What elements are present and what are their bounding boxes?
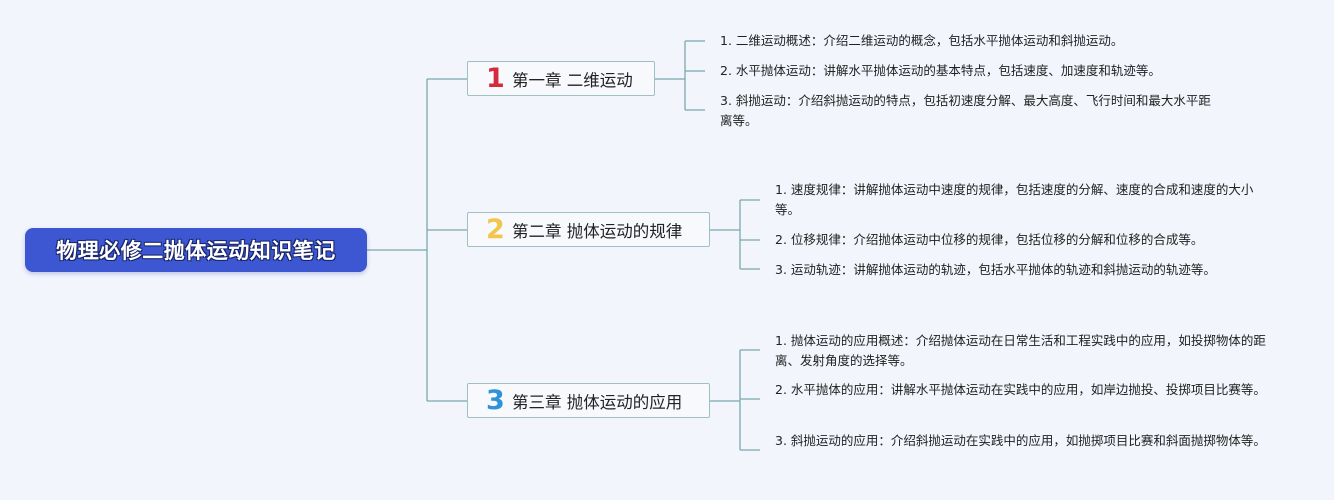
root-node[interactable]: 物理必修二抛体运动知识笔记 bbox=[25, 228, 367, 272]
chapter-node-3[interactable]: 3 第三章 抛体运动的应用 bbox=[467, 383, 710, 418]
number-1-icon: 1 bbox=[486, 63, 505, 94]
chapter-2-item-3[interactable]: 3. 运动轨迹：讲解抛体运动的轨迹，包括水平抛体的轨迹和斜抛运动的轨迹等。 bbox=[775, 262, 1216, 277]
chapter-3-item-3[interactable]: 3. 斜抛运动的应用：介绍斜抛运动在实践中的应用，如抛掷项目比赛和斜面抛掷物体等… bbox=[775, 433, 1266, 448]
chapter-title: 第三章 抛体运动的应用 bbox=[512, 392, 683, 412]
root-title: 物理必修二抛体运动知识笔记 bbox=[56, 239, 336, 263]
chapter-1-item-3[interactable]: 3. 斜抛运动：介绍斜抛运动的特点，包括初速度分解、最大高度、飞行时间和最大水平… bbox=[720, 93, 1211, 128]
chapter-2-item-2[interactable]: 2. 位移规律：介绍抛体运动中位移的规律，包括位移的分解和位移的合成等。 bbox=[775, 232, 1204, 247]
chapter-node-1[interactable]: 1 第一章 二维运动 bbox=[467, 61, 655, 96]
chapter-node-2[interactable]: 2 第二章 抛体运动的规律 bbox=[467, 212, 710, 247]
chapter-1-item-2[interactable]: 2. 水平抛体运动：讲解水平抛体运动的基本特点，包括速度、加速度和轨迹等。 bbox=[720, 63, 1161, 78]
chapter-3-item-2[interactable]: 2. 水平抛体的应用：讲解水平抛体运动在实践中的应用，如岸边抛投、投掷项目比赛等… bbox=[775, 382, 1266, 397]
chapter-3-item-1[interactable]: 1. 抛体运动的应用概述：介绍抛体运动在日常生活和工程实践中的应用，如投掷物体的… bbox=[775, 333, 1266, 368]
chapter-title: 第一章 二维运动 bbox=[512, 70, 633, 90]
chapter-2-item-1[interactable]: 1. 速度规律：讲解抛体运动中速度的规律，包括速度的分解、速度的合成和速度的大小… bbox=[775, 182, 1254, 217]
chapter-title: 第二章 抛体运动的规律 bbox=[512, 221, 683, 241]
number-2-icon: 2 bbox=[486, 214, 505, 245]
number-3-icon: 3 bbox=[486, 385, 505, 416]
chapter-1-item-1[interactable]: 1. 二维运动概述：介绍二维运动的概念，包括水平抛体运动和斜抛运动。 bbox=[720, 33, 1124, 48]
